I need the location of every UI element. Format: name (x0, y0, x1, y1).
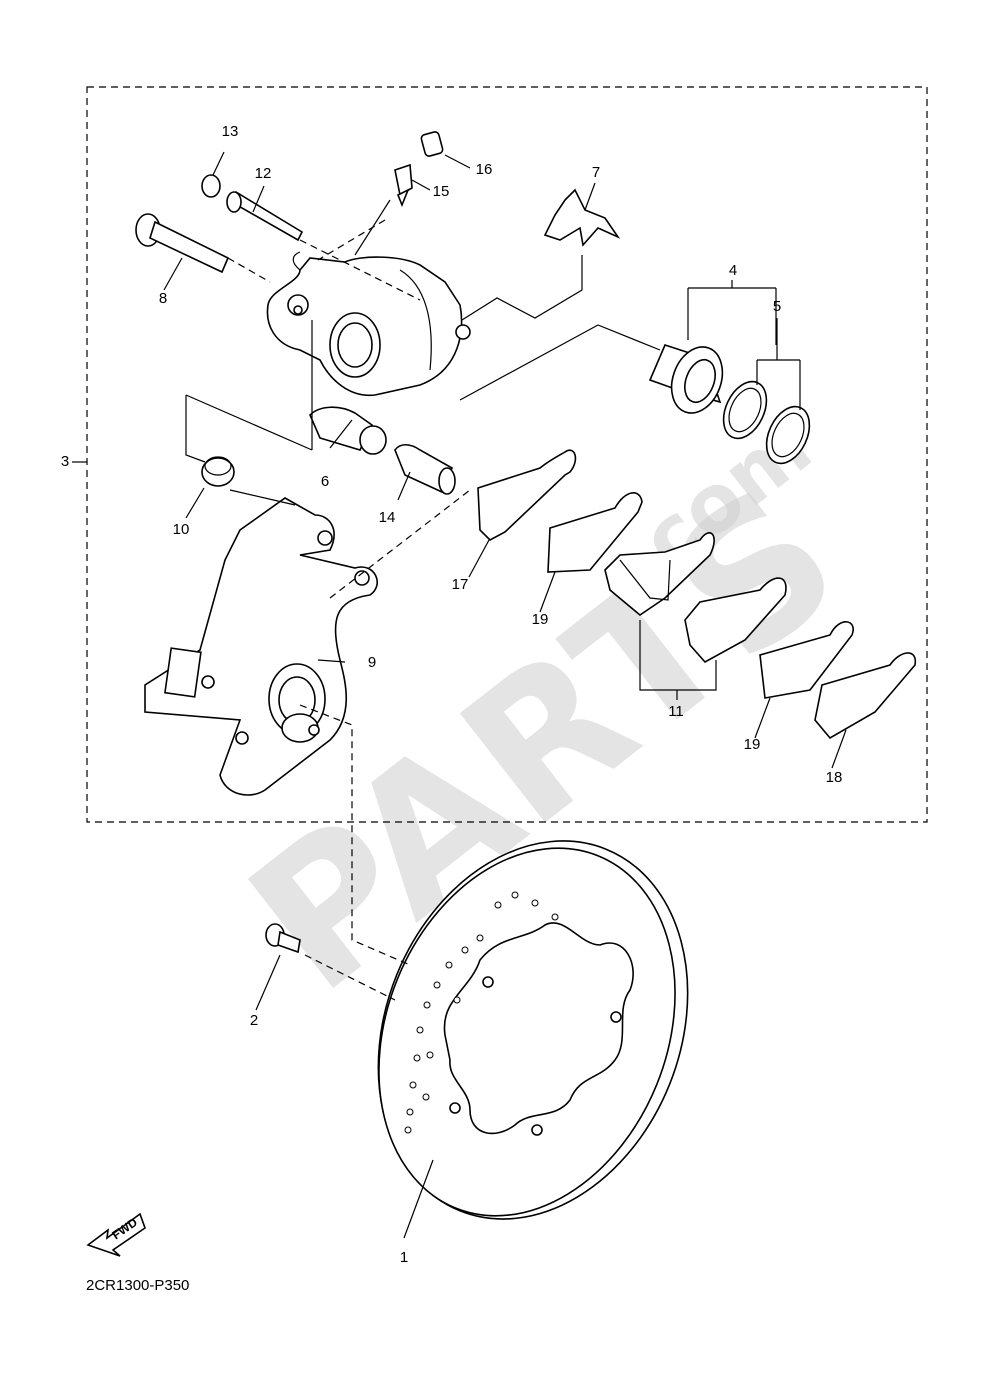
callout-6: 6 (321, 473, 329, 490)
piston (648, 344, 724, 414)
brake-pad-outer (684, 577, 787, 664)
pin-plug (201, 174, 221, 198)
callout-8: 8 (159, 290, 167, 307)
callout-7: 7 (592, 164, 600, 181)
callout-1: 1 (400, 1249, 408, 1266)
disc-bolt (265, 923, 396, 1001)
pad-shim-17 (477, 449, 577, 541)
boot (201, 456, 235, 487)
callout-5: 5 (773, 298, 781, 315)
callout-18: 18 (826, 769, 843, 786)
callout-2: 2 (250, 1012, 258, 1029)
slide-pin (226, 190, 304, 242)
callout-15: 15 (433, 183, 450, 200)
fwd-arrow-icon: FWD (86, 1212, 146, 1257)
callout-11: 11 (668, 703, 684, 720)
brake-disc (377, 840, 689, 1220)
callout-9: 9 (368, 654, 376, 671)
caliper-bolt (135, 213, 230, 274)
callout-19-b: 19 (744, 736, 761, 753)
bleed-cap (420, 131, 444, 157)
callout-16: 16 (476, 161, 493, 178)
callout-14: 14 (379, 509, 396, 526)
callout-4: 4 (729, 262, 737, 279)
pin-bolt (394, 443, 456, 495)
pad-spring (543, 188, 621, 247)
pad-insulator-19b (759, 621, 854, 699)
callouts: 1 2 3 4 5 6 7 8 9 10 11 12 13 14 15 16 1… (61, 123, 843, 1266)
callout-3: 3 (61, 453, 69, 470)
callout-12: 12 (255, 165, 272, 182)
bleed-screw (394, 163, 413, 208)
pad-insulator-19a (547, 492, 643, 573)
callout-13: 13 (222, 123, 239, 140)
leader-lines (72, 151, 847, 1239)
callout-17: 17 (452, 576, 469, 593)
piston-seals (722, 380, 811, 465)
callout-19-a: 19 (532, 611, 549, 628)
caliper-body (266, 251, 471, 397)
diagram-code: 2CR1300-P350 (86, 1277, 189, 1294)
caliper-bracket (144, 497, 378, 796)
sleeve (309, 406, 387, 455)
callout-10: 10 (173, 521, 190, 538)
brake-pad-inner (604, 532, 715, 617)
caliper-assembly-box (86, 86, 928, 823)
pad-shim-18 (814, 652, 916, 740)
